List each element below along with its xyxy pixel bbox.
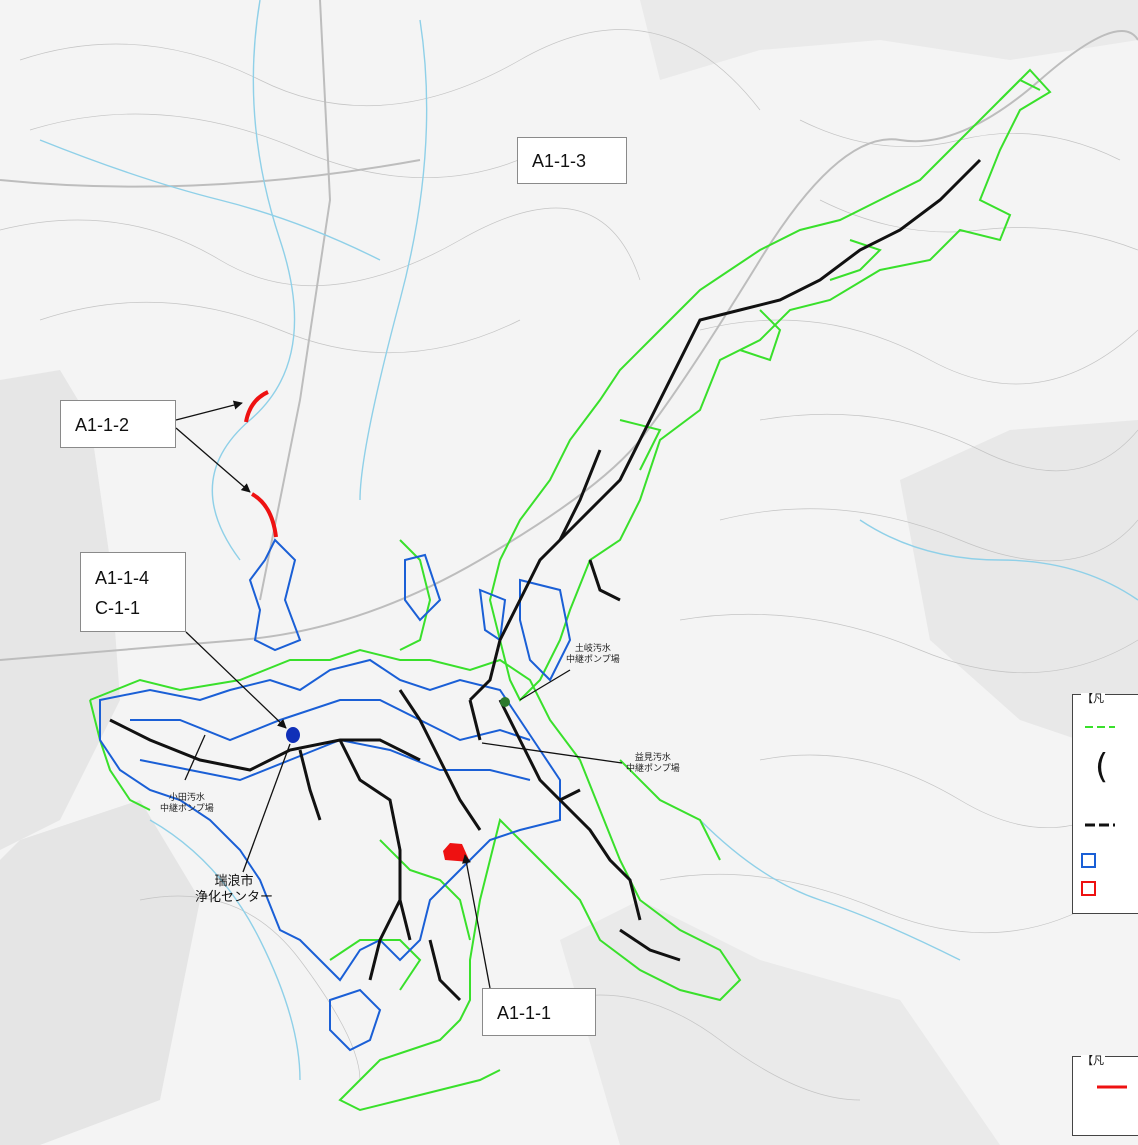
toki-pump-label-line2: 中継ポンプ場 [566,654,620,664]
masumi-pump-label-line2: 中継ポンプ場 [626,763,680,773]
leader-lines [175,400,623,989]
callout-c11-text: C-1-1 [95,598,141,618]
legend-target-area-swatch [1081,881,1096,896]
toki-pump-label-line1: 土岐汚水 [574,643,611,653]
callout-a112-text: A1-1-2 [75,415,130,435]
toki-pump-station-label: 土岐汚水 中継ポンプ場 [566,643,620,665]
contour-lines [0,29,1138,1101]
trunk-sewer-lines [109,158,982,1002]
a112-arrow-south [175,427,251,493]
legend-box-main: 【凡 ( [1072,692,1138,914]
treatment-center-marker [286,727,300,743]
pump-station-marker [500,697,510,707]
center-leader [242,743,291,873]
masumi-pump-station-label: 益見汚水 中継ポンプ場 [626,752,680,774]
callout-a114-text: A1-1-4 [95,568,150,588]
callout-a114-c11: A1-1-4 C-1-1 [80,552,186,632]
callout-a111-box: A1-1-1 [482,988,596,1036]
callout-a113-text: A1-1-3 [532,151,587,171]
koda-pump-leader [184,734,206,781]
legend-main-title: 【凡 [1081,692,1105,705]
treatment-center-label: 瑞浪市 浄化センター [195,874,273,906]
legend-secondary-title: 【凡 [1081,1054,1105,1067]
a111-arrow [462,854,491,989]
a112-arrow-north [175,400,243,421]
legend-trunk-sewer-swatch [1085,823,1115,827]
koda-pump-label-line1: 小田汚水 [168,792,205,802]
masumi-pump-leader [481,742,623,764]
legend-target-line-swatch [1097,1085,1127,1089]
a114-arrow [185,631,287,729]
a112-segment-south [250,492,278,538]
legend-treatment-area-swatch [1081,853,1096,868]
legend-planning-area-swatch [1085,726,1115,728]
legend-box-secondary: 【凡 [1072,1054,1138,1136]
rivers [39,0,1138,1081]
masumi-pump-label-line1: 益見汚水 [634,752,671,762]
a112-segment-north [244,390,269,423]
toki-pump-leader [519,669,571,701]
koda-pump-station-label: 小田汚水 中継ポンプ場 [160,792,214,814]
legend-paren-symbol: ( [1095,747,1109,787]
callout-a113: A1-1-3 [517,137,627,184]
koda-pump-label-line2: 中継ポンプ場 [160,803,214,813]
callout-a112: A1-1-2 [60,400,176,448]
treatment-center-label-line2: 浄化センター [195,890,274,905]
callout-a111-text: A1-1-1 [497,1003,552,1023]
treatment-center-label-line1: 瑞浪市 [214,874,254,889]
roads [0,0,1138,661]
